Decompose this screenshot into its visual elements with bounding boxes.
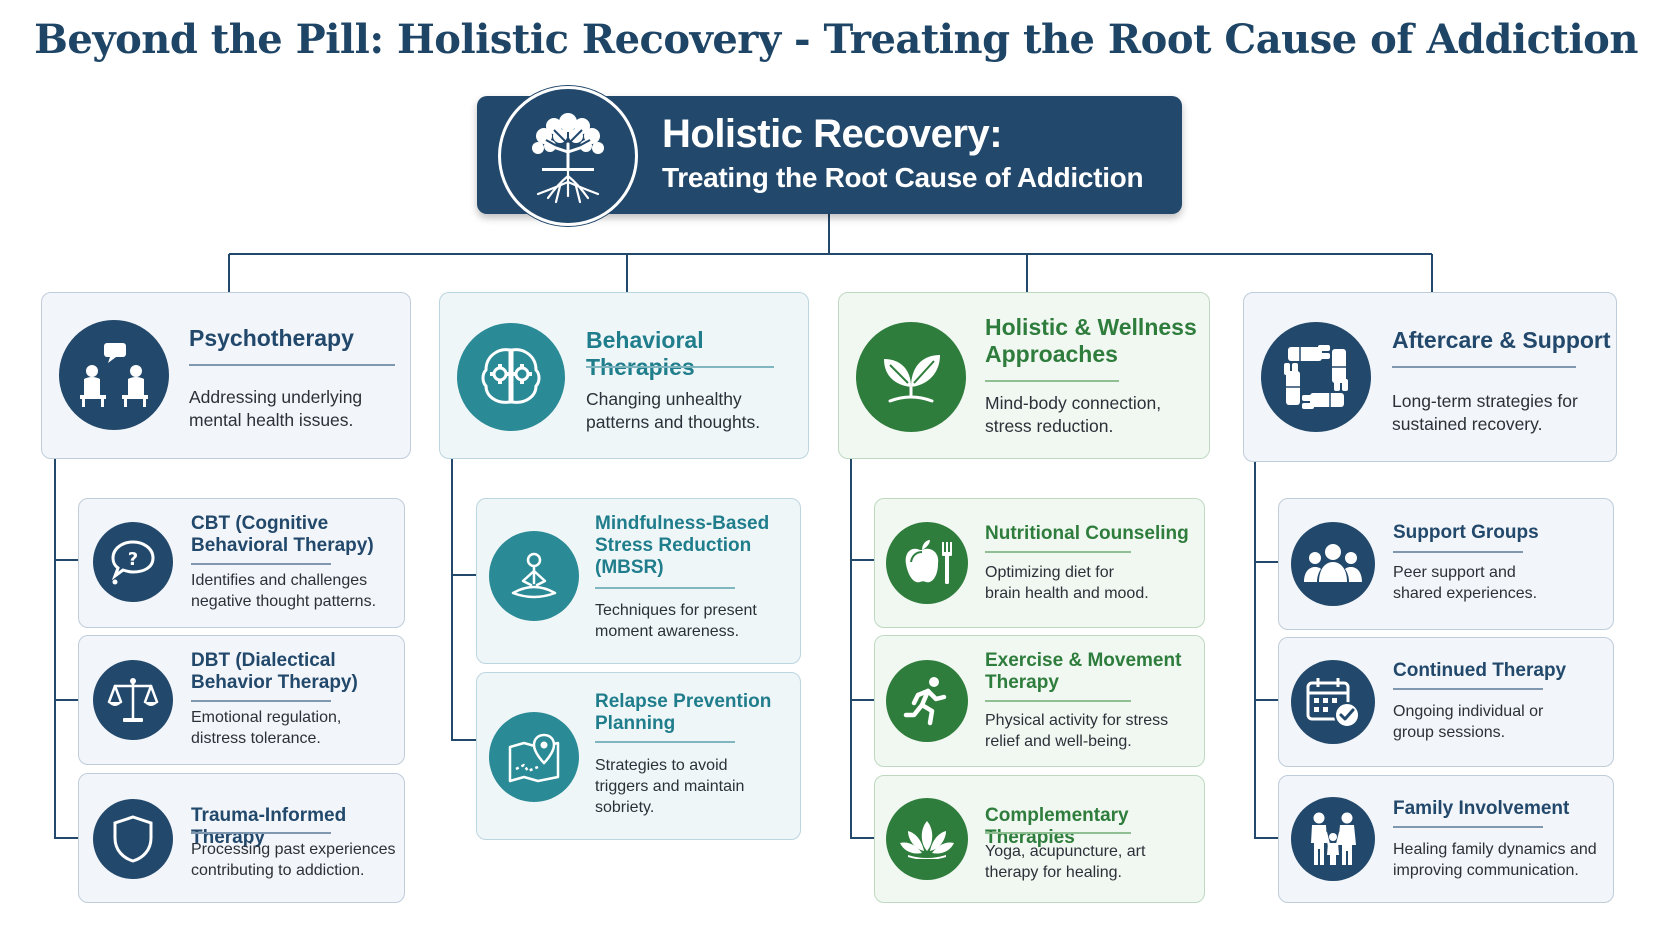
tree-roots-icon <box>498 86 638 226</box>
meditation-icon <box>489 531 579 621</box>
item-title: Continued Therapy <box>1393 660 1567 681</box>
item-description: Emotional regulation,distress tolerance. <box>191 709 342 747</box>
category-title: Behavioral Therapies <box>586 327 704 380</box>
page-title: Beyond the Pill: Holistic Recovery - Tre… <box>34 16 1638 63</box>
item-title: Family Involvement <box>1393 798 1570 819</box>
title-divider <box>595 587 735 589</box>
shield-icon <box>93 799 173 879</box>
category-aftercare-support[interactable]: Aftercare & Support Long-term strategies… <box>1243 292 1617 462</box>
category-description: Mind-body connection,stress reduction. <box>985 393 1162 436</box>
title-divider <box>191 563 331 565</box>
title-divider <box>985 832 1131 834</box>
calendar-check-icon <box>1291 660 1375 744</box>
running-person-icon <box>886 660 968 742</box>
root-subtitle: Treating the Root Cause of Addiction <box>662 162 1144 193</box>
title-divider <box>1392 366 1576 368</box>
item-family-involvement[interactable]: Family Involvement Healing family dynami… <box>1278 775 1614 903</box>
linked-hands-icon <box>1261 322 1371 432</box>
svg-text:?: ? <box>128 549 138 570</box>
item-title: Nutritional Counseling <box>985 523 1189 544</box>
category-title: Psychotherapy <box>189 325 354 351</box>
balance-scale-icon <box>93 660 173 740</box>
lotus-icon <box>886 798 968 880</box>
category-title: Aftercare & Support <box>1392 327 1611 353</box>
group-people-icon <box>1291 522 1375 606</box>
therapy-session-icon <box>59 320 169 430</box>
title-divider <box>191 700 331 702</box>
item-trauma-informed[interactable]: Trauma-Informed Therapy Processing past … <box>78 773 405 903</box>
title-divider <box>1393 688 1543 690</box>
map-pin-icon <box>489 712 579 802</box>
thought-bubble-question-icon: ? <box>93 522 173 602</box>
item-complementary-therapies[interactable]: Complementary Therapies Yoga, acupunctur… <box>874 775 1205 903</box>
sprout-icon <box>856 322 966 432</box>
family-icon <box>1291 797 1375 881</box>
title-divider <box>985 700 1131 702</box>
item-nutritional-counseling[interactable]: Nutritional Counseling Optimizing diet f… <box>874 498 1205 628</box>
apple-fork-icon <box>886 522 968 604</box>
title-divider <box>985 551 1131 553</box>
title-divider <box>595 741 735 743</box>
title-divider <box>1393 826 1543 828</box>
title-divider <box>191 832 331 834</box>
title-divider <box>985 380 1119 382</box>
title-divider <box>586 366 774 368</box>
brain-gears-icon <box>457 323 565 431</box>
title-divider <box>189 364 395 366</box>
root-title: Holistic Recovery: <box>662 112 1003 156</box>
title-divider <box>1393 551 1523 553</box>
item-title: Support Groups <box>1393 522 1539 543</box>
